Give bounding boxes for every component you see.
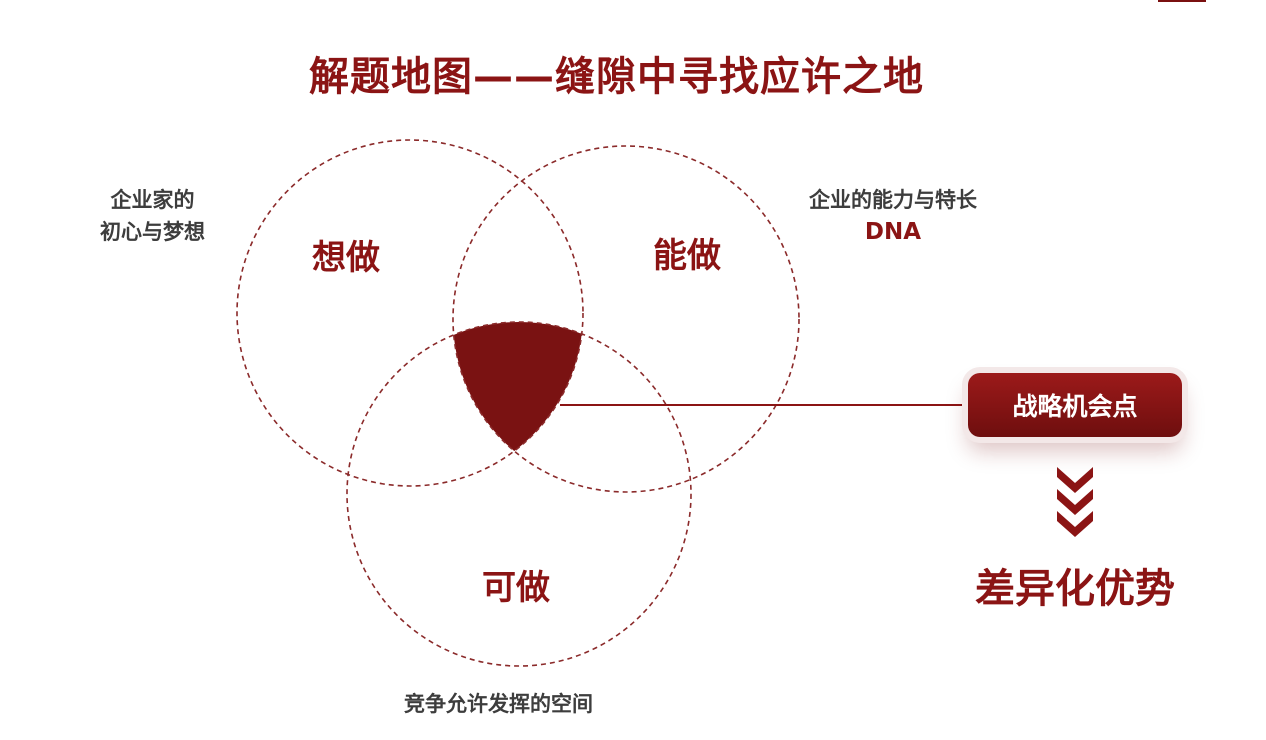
top-accent-line (1158, 0, 1206, 2)
may-note: 竞争允许发挥的空间 (404, 692, 593, 716)
can-note-line1: 企业的能力与特长 (809, 188, 977, 212)
can-note-line2: DNA (864, 219, 922, 245)
triple-chevron-down-icon (1057, 467, 1093, 537)
may-circle (346, 321, 692, 667)
can-note: 企业的能力与特长 DNA (789, 184, 997, 248)
may-label: 可做 (482, 568, 550, 608)
can-label: 能做 (653, 236, 721, 276)
want-label: 想做 (312, 238, 380, 278)
intersection-region (453, 322, 583, 486)
want-note-line2: 初心与梦想 (100, 220, 205, 244)
page-title: 解题地图——缝隙中寻找应许之地 (309, 54, 924, 100)
want-circle (236, 139, 584, 487)
want-note: 企业家的 初心与梦想 (100, 184, 205, 248)
can-circle (452, 145, 800, 493)
want-note-line1: 企业家的 (110, 188, 195, 212)
differentiation-advantage: 差异化优势 (975, 566, 1175, 612)
strategic-opportunity-button[interactable]: 战略机会点 (968, 373, 1182, 437)
